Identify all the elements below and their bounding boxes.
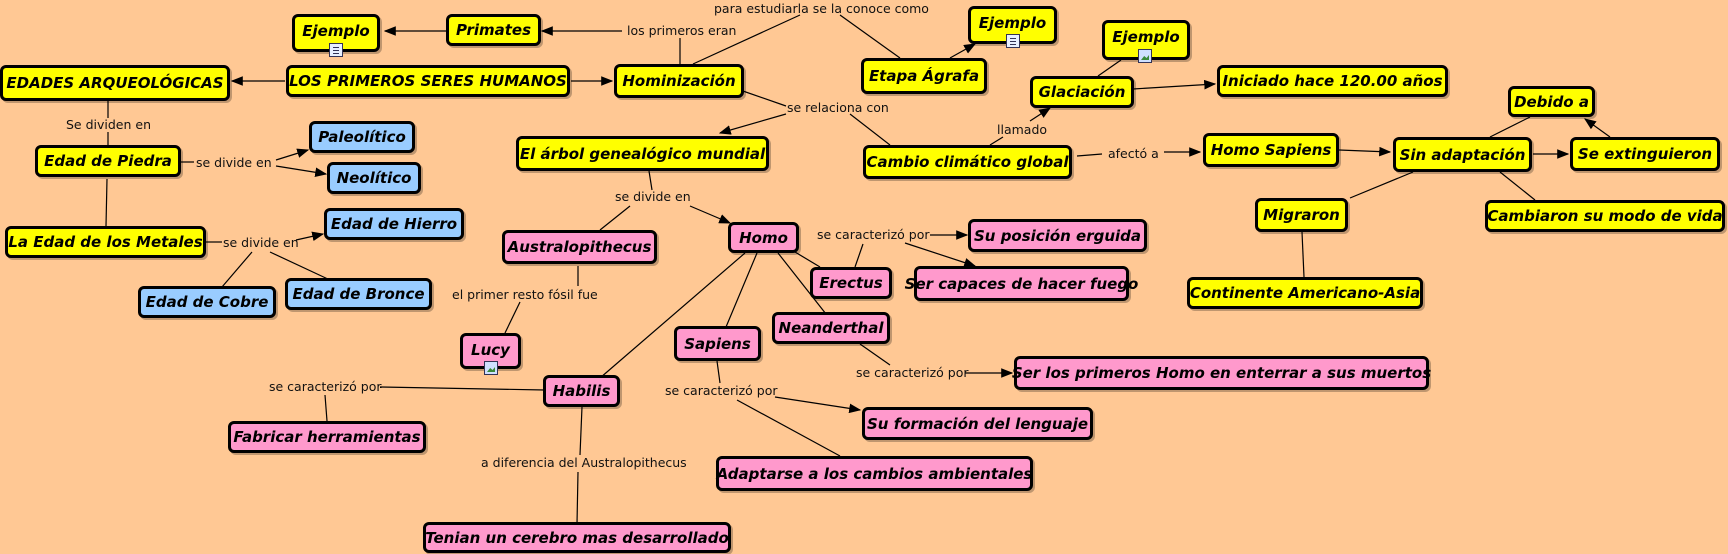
node-enterrar-muertos[interactable]: Ser los primeros Homo en enterrar a sus … <box>1012 356 1431 390</box>
image-icon[interactable] <box>1138 49 1152 63</box>
node-glaciacion[interactable]: Glaciación <box>1030 76 1134 108</box>
label-se-relaciona-con: se relaciona con <box>787 100 889 115</box>
node-homo[interactable]: Homo <box>728 222 799 253</box>
node-australopithecus[interactable]: Australopithecus <box>502 230 657 264</box>
node-edad-piedra[interactable]: Edad de Piedra <box>35 145 181 177</box>
node-formacion-lenguaje[interactable]: Su formación del lenguaje <box>862 407 1093 440</box>
label-se-caracterizo-por: se caracterizó por <box>817 227 930 242</box>
node-cambio-climatico[interactable]: Cambio climático global <box>863 145 1072 179</box>
node-etapa-agrafa[interactable]: Etapa Ágrafa <box>861 58 987 94</box>
node-sin-adaptacion[interactable]: Sin adaptación <box>1393 137 1532 172</box>
node-neolitico[interactable]: Neolítico <box>327 162 421 194</box>
node-adaptarse[interactable]: Adaptarse a los cambios ambientales <box>716 456 1033 491</box>
node-cambiaron-modo-vida[interactable]: Cambiaron su modo de vida <box>1485 200 1725 232</box>
node-se-extinguieron[interactable]: Se extinguieron <box>1570 137 1720 171</box>
label-a-diferencia-del: a diferencia del Australopithecus <box>481 455 687 470</box>
image-icon[interactable] <box>484 361 498 375</box>
node-edad-hierro[interactable]: Edad de Hierro <box>324 208 464 240</box>
node-edades-arqueologicas[interactable]: EDADES ARQUEOLÓGICAS <box>0 65 230 101</box>
node-edad-cobre[interactable]: Edad de Cobre <box>138 286 276 318</box>
label-se-dividen-en: Se dividen en <box>66 117 152 132</box>
node-primeros-seres-humanos[interactable]: LOS PRIMEROS SERES HUMANOS <box>286 65 570 97</box>
node-posicion-erguida[interactable]: Su posición erguida <box>968 219 1147 252</box>
label-afecto-a: afectó a <box>1108 146 1159 161</box>
document-icon[interactable] <box>1006 34 1020 48</box>
label-llamado: llamado <box>997 122 1048 137</box>
label-se-divide-en: se divide en <box>615 189 691 204</box>
node-arbol-genealogico[interactable]: El árbol genealógico mundial <box>516 136 769 171</box>
node-iniciado[interactable]: Iniciado hace 120.00 años <box>1217 65 1448 97</box>
label-los-primeros-eran: los primeros eran <box>627 23 737 38</box>
node-habilis[interactable]: Habilis <box>543 375 620 407</box>
node-erectus[interactable]: Erectus <box>810 267 892 299</box>
label-el-primer-resto-fosil: el primer resto fósil fue <box>452 287 598 302</box>
node-homo-sapiens[interactable]: Homo Sapiens <box>1203 133 1339 167</box>
label-se-divide-en: se divide en <box>196 155 272 170</box>
node-hacer-fuego[interactable]: Ser capaces de hacer fuego <box>905 266 1138 301</box>
node-primates[interactable]: Primates <box>446 14 541 46</box>
node-fabricar-herramientas[interactable]: Fabricar herramientas <box>228 421 426 453</box>
node-debido-a[interactable]: Debido a <box>1508 86 1595 117</box>
node-edad-metales[interactable]: La Edad de los Metales <box>5 226 206 258</box>
node-paleolitico[interactable]: Paleolítico <box>309 121 415 153</box>
label-se-divide-en: se divide en <box>223 235 299 250</box>
document-icon[interactable] <box>329 43 343 57</box>
label-se-caracterizo-por: se caracterizó por <box>269 379 382 394</box>
label-se-caracterizo-por: se caracterizó por <box>665 383 778 398</box>
node-tenian-cerebro[interactable]: Tenian un cerebro mas desarrollado <box>423 522 731 553</box>
node-neanderthal[interactable]: Neanderthal <box>772 312 890 344</box>
node-sapiens[interactable]: Sapiens <box>674 326 761 361</box>
node-hominizacion[interactable]: Hominización <box>614 64 744 98</box>
label-para-estudiarla: para estudiarla se la conoce como <box>714 1 929 16</box>
label-se-caracterizo-por: se caracterizó por <box>856 365 969 380</box>
node-edad-bronce[interactable]: Edad de Bronce <box>285 278 432 310</box>
node-migraron[interactable]: Migraron <box>1255 198 1348 232</box>
node-continente-americano-asia[interactable]: Continente Americano-Asia <box>1187 277 1423 309</box>
